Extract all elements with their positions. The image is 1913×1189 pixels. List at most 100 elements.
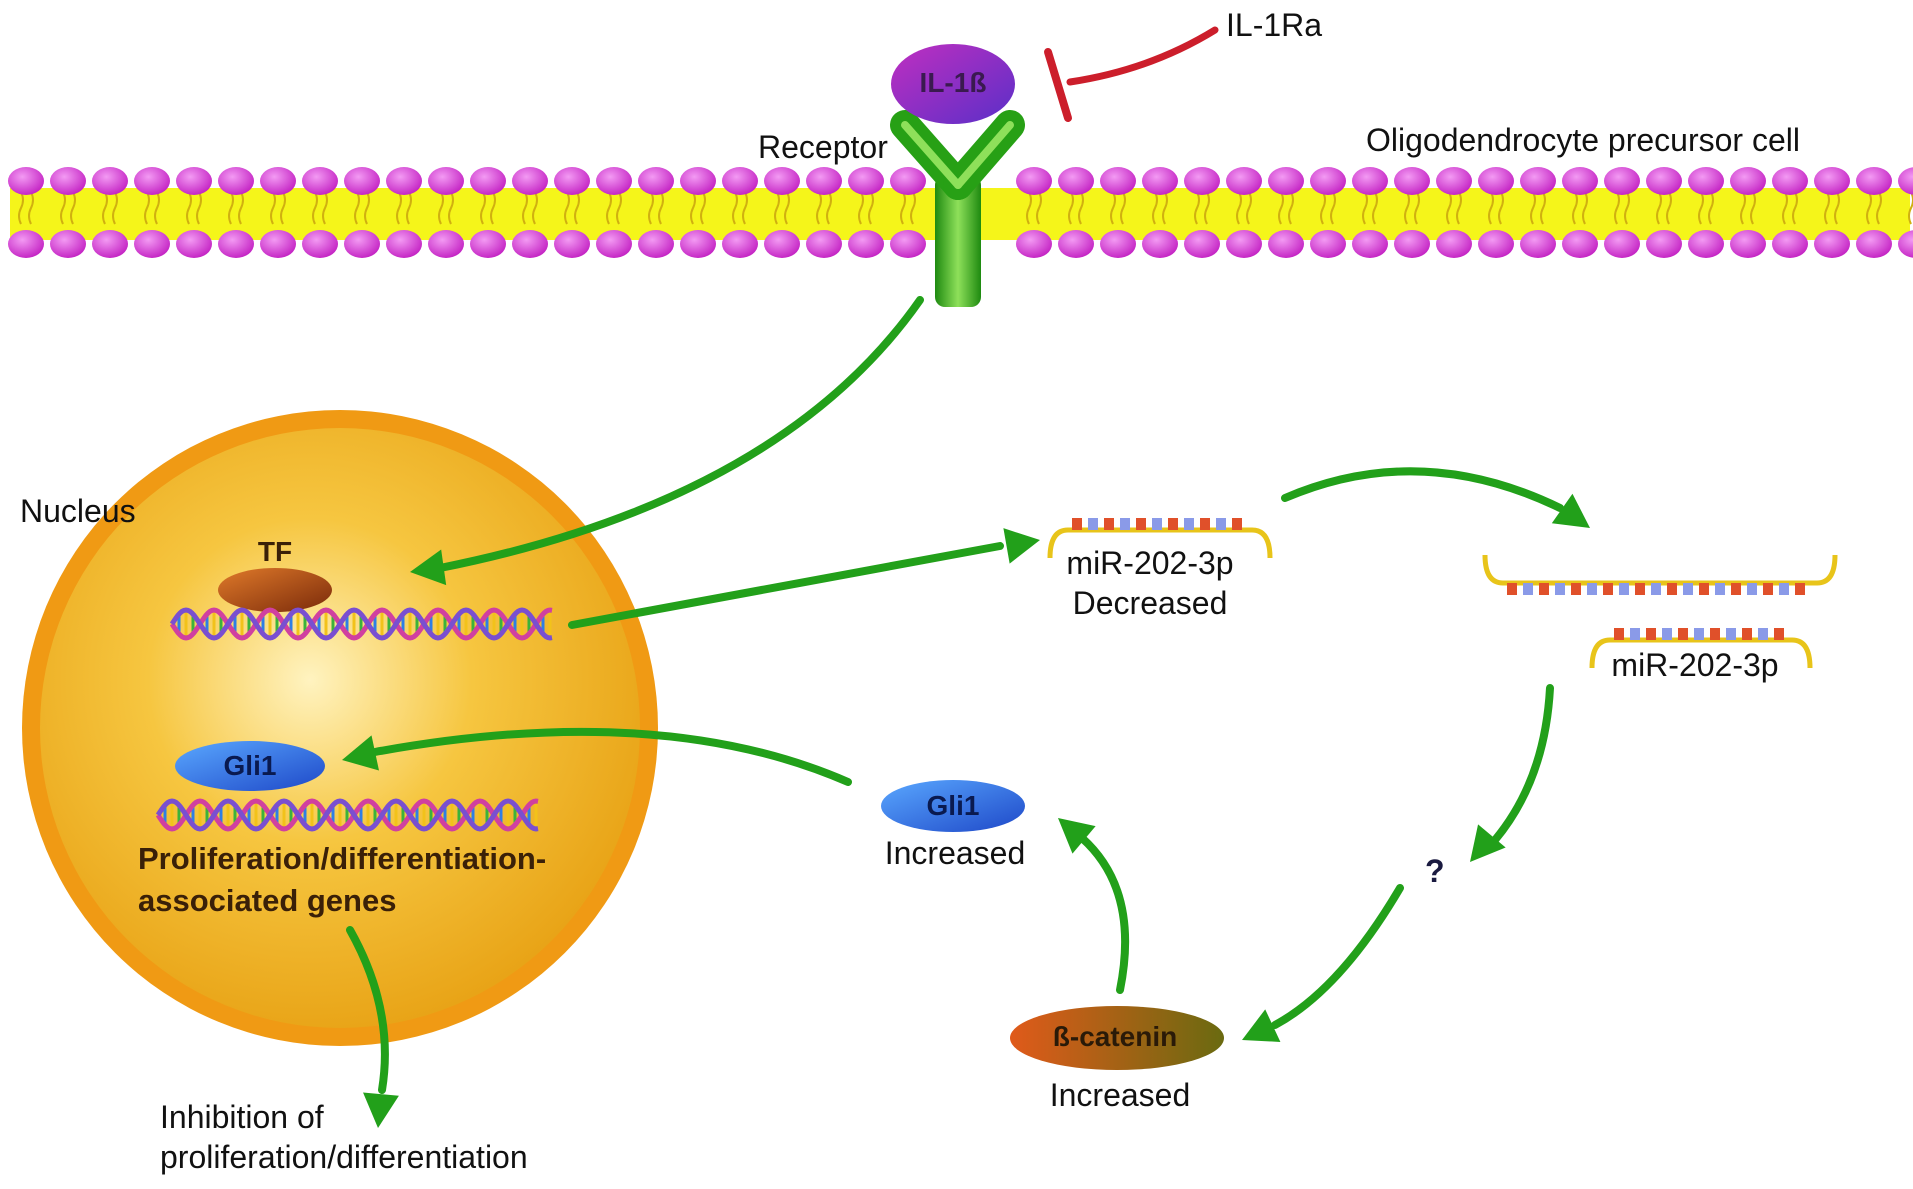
- lipid-head-icon: [1772, 167, 1808, 195]
- lipid-head-icon: [8, 230, 44, 258]
- lipid-head-icon: [1394, 230, 1430, 258]
- lipid-head-icon: [218, 230, 254, 258]
- il1ra-label: IL-1Ra: [1226, 7, 1323, 43]
- lipid-head-icon: [92, 167, 128, 195]
- inhibition-label-line1: Inhibition of: [160, 1099, 324, 1135]
- lipid-head-icon: [470, 167, 506, 195]
- lipid-head-icon: [1016, 167, 1052, 195]
- lipid-head-icon: [722, 230, 758, 258]
- nucleus: [22, 410, 658, 1046]
- lipid-head-icon: [260, 230, 296, 258]
- lipid-head-icon: [1730, 167, 1766, 195]
- mirna-decreased-icon: [1047, 518, 1273, 559]
- lipid-head-icon: [806, 167, 842, 195]
- beta-catenin-status: Increased: [1049, 1077, 1191, 1113]
- il1b-ligand-icon: [891, 44, 1015, 124]
- lipid-head-icon: [1100, 230, 1136, 258]
- lipid-head-icon: [1856, 167, 1892, 195]
- lipid-head-icon: [1436, 167, 1472, 195]
- arrow-gli1-to-nucleus: [371, 727, 852, 786]
- lipid-head-icon: [890, 167, 926, 195]
- receptor-label: Receptor: [758, 129, 888, 165]
- dna-helix-icon: [169, 607, 553, 641]
- lipid-head-icon: [428, 167, 464, 195]
- lipid-head-icon: [1898, 230, 1913, 258]
- lipid-head-icon: [1604, 230, 1640, 258]
- lipid-head-icon: [722, 167, 758, 195]
- gli1-nuclear-icon: [175, 741, 325, 791]
- gli1-cytoplasmic-status: Increased: [884, 835, 1026, 871]
- beta-catenin-label: ß-catenin: [1052, 1021, 1178, 1052]
- lipid-head-icon: [1814, 230, 1850, 258]
- lipid-head-icon: [1646, 167, 1682, 195]
- lipid-head-icon: [1142, 230, 1178, 258]
- arrow-unknown-to-beta-catenin-head: [1242, 1009, 1281, 1042]
- lipid-head-icon: [1184, 167, 1220, 195]
- arrow-genes-to-inhibition-head: [363, 1092, 399, 1128]
- lipid-head-icon: [386, 167, 422, 195]
- arrow-receptor-to-tf: [436, 296, 924, 572]
- arrow-gli1-to-nucleus-head: [342, 735, 379, 771]
- lipid-head-icon: [1352, 167, 1388, 195]
- mirna-duplex-name: miR-202-3p: [1611, 647, 1779, 683]
- mirna-duplex-icon: [1482, 554, 1838, 669]
- lipid-head-icon: [848, 230, 884, 258]
- lipid-head-icon: [596, 167, 632, 195]
- lipid-head-icon: [1184, 230, 1220, 258]
- lipid-bilayer: [8, 167, 1913, 258]
- lipid-head-icon: [764, 230, 800, 258]
- lipid-head-icon: [512, 230, 548, 258]
- lipid-head-icon: [1478, 167, 1514, 195]
- lipid-head-icon: [1646, 230, 1682, 258]
- lipid-head-icon: [1310, 167, 1346, 195]
- receptor-icon: [890, 110, 1025, 307]
- nucleus-label: Nucleus: [20, 493, 136, 529]
- mirna-decreased-status: Decreased: [1072, 585, 1228, 621]
- lipid-head-icon: [1226, 230, 1262, 258]
- lipid-head-icon: [512, 167, 548, 195]
- lipid-head-icon: [344, 167, 380, 195]
- lipid-head-icon: [1058, 230, 1094, 258]
- gli1-nuclear-label: Gli1: [223, 750, 277, 781]
- genes-label-line1: Proliferation/differentiation-: [138, 841, 547, 876]
- lipid-head-icon: [1394, 167, 1430, 195]
- arrow-unknown-to-beta-catenin: [1271, 884, 1404, 1029]
- arrow-beta-catenin-to-gli1-head: [1058, 818, 1096, 854]
- inhibition-label-line2: proliferation/differentiation: [160, 1139, 528, 1175]
- arrow-duplex-to-unknown: [1491, 684, 1554, 844]
- lipid-head-icon: [1142, 167, 1178, 195]
- lipid-head-icon: [680, 167, 716, 195]
- lipid-head-icon: [848, 167, 884, 195]
- lipid-head-icon: [1268, 167, 1304, 195]
- lipid-head-icon: [92, 230, 128, 258]
- lipid-head-icon: [1730, 230, 1766, 258]
- arrow-mirna-to-duplex-head: [1551, 493, 1590, 528]
- lipid-head-icon: [134, 230, 170, 258]
- lipid-head-icon: [50, 167, 86, 195]
- gli1-cytoplasmic-icon: [881, 780, 1025, 832]
- arrow-dna-to-mirna: [568, 542, 1004, 629]
- lipid-head-icon: [638, 167, 674, 195]
- lipid-head-icon: [1100, 167, 1136, 195]
- lipid-head-icon: [890, 230, 926, 258]
- lipid-head-icon: [1058, 167, 1094, 195]
- genes-label-line2: associated genes: [138, 883, 397, 918]
- lipid-head-icon: [806, 230, 842, 258]
- lipid-head-icon: [1268, 230, 1304, 258]
- lipid-head-icon: [554, 167, 590, 195]
- tf-protein-icon: [218, 568, 332, 612]
- unknown-step-label: ?: [1425, 853, 1445, 889]
- gli1-cytoplasmic-label: Gli1: [926, 790, 980, 821]
- arrow-dna-to-mirna-head: [1003, 528, 1040, 564]
- lipid-head-icon: [386, 230, 422, 258]
- tf-label: TF: [257, 536, 293, 567]
- arrow-mirna-to-duplex: [1281, 467, 1564, 512]
- il1ra-inhibition-icon: [1044, 26, 1219, 122]
- dna-helix-icon: [155, 798, 539, 832]
- lipid-head-icon: [1016, 230, 1052, 258]
- arrow-receptor-to-tf-head: [410, 549, 447, 586]
- lipid-head-icon: [1310, 230, 1346, 258]
- lipid-head-icon: [1226, 167, 1262, 195]
- cell-type-label: Oligodendrocyte precursor cell: [1366, 122, 1800, 158]
- lipid-head-icon: [470, 230, 506, 258]
